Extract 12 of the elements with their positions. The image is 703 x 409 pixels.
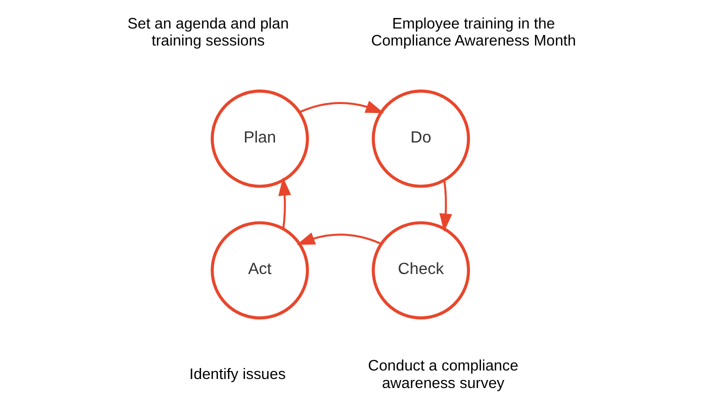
arrow <box>278 177 292 229</box>
node-circle: Plan <box>210 90 309 188</box>
node-circle: Check <box>372 221 470 320</box>
node-label: Identify issues <box>189 366 286 384</box>
arrow <box>439 180 452 232</box>
node-label: Employee training in the Compliance Awareness Month <box>371 15 576 50</box>
arrow <box>296 232 382 245</box>
node-label: Conduct a compliance awareness survey <box>368 358 518 392</box>
arrow <box>299 100 384 114</box>
node-circle: Act <box>210 221 309 320</box>
node-label: Set an agenda and plan training sessions <box>128 15 289 50</box>
node-circle: Do <box>372 90 470 188</box>
